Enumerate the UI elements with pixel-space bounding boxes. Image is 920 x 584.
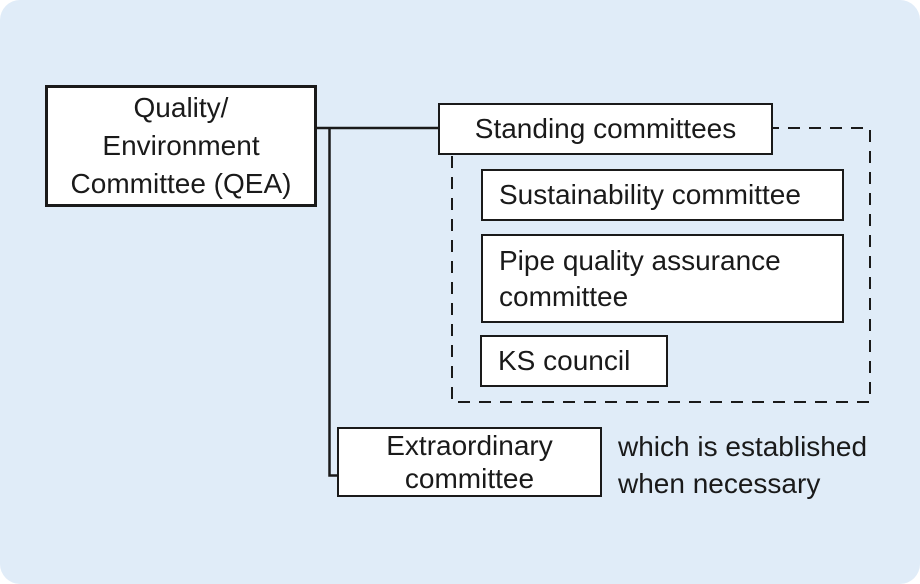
pipe-quality-assurance-committee-label: Pipe quality assurance committee: [499, 244, 781, 312]
sustainability-committee-label: Sustainability committee: [499, 179, 801, 210]
standing-committees-label: Standing committees: [474, 113, 737, 144]
connector-qea-to-extraordinary: [328, 128, 338, 477]
standing-committees-dashed-outline: [451, 127, 871, 403]
sustainability-committee-box: Sustainability committee: [481, 169, 844, 221]
ks-council-box: KS council: [480, 335, 668, 387]
ks-council-label: KS council: [498, 345, 631, 376]
extraordinary-committee-label: Extraordinary committee: [386, 430, 553, 494]
extraordinary-committee-note: which is established when necessary: [618, 431, 868, 499]
pipe-quality-assurance-committee-box: Pipe quality assurance committee: [481, 234, 844, 323]
extraordinary-committee-box: Extraordinary committee: [337, 427, 602, 497]
standing-committees-box: Standing committees: [438, 103, 773, 155]
qea-committee-label: Quality/ Environment Committee (QEA): [70, 92, 292, 199]
qea-committee-box: Quality/ Environment Committee (QEA): [45, 85, 317, 207]
